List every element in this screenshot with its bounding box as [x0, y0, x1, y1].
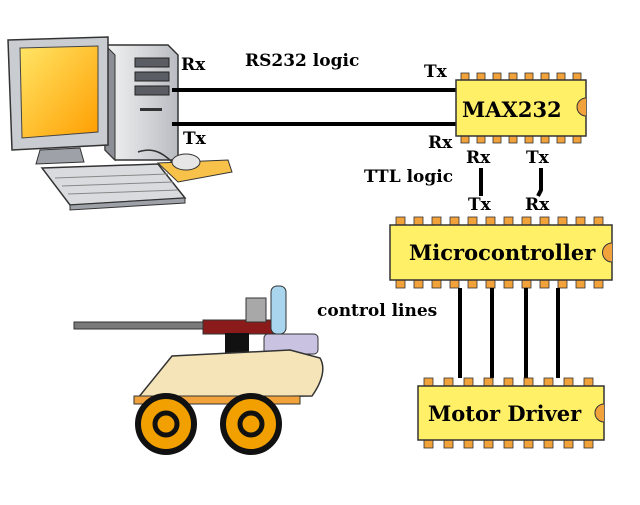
motor-driver-label: Motor Driver: [428, 401, 582, 426]
max-rx-in-label: Rx: [428, 133, 453, 153]
pc-tx-label: Tx: [183, 129, 207, 149]
control-lines-label: control lines: [317, 301, 437, 321]
max232-label: MAX232: [462, 97, 562, 122]
mcu-rx-label: Rx: [525, 195, 550, 215]
motor-driver-chip: [417, 377, 605, 449]
max-rx-out-label: Rx: [466, 148, 491, 168]
rs232-logic-label: RS232 logic: [245, 51, 359, 71]
ttl-logic-label: TTL logic: [364, 167, 453, 187]
computer-icon: [7, 36, 233, 211]
max-tx-in-label: Tx: [424, 62, 448, 82]
ttl-line-right: [536, 168, 543, 197]
mcu-tx-label: Tx: [468, 195, 492, 215]
max-tx-out-label: Tx: [526, 148, 550, 168]
max232-chip: [455, 72, 587, 144]
microcontroller-chip: [389, 216, 613, 289]
robot-icon: [73, 285, 324, 455]
control-lines: [458, 288, 560, 378]
pc-rx-label: Rx: [181, 55, 206, 75]
microcontroller-label: Microcontroller: [409, 240, 596, 265]
